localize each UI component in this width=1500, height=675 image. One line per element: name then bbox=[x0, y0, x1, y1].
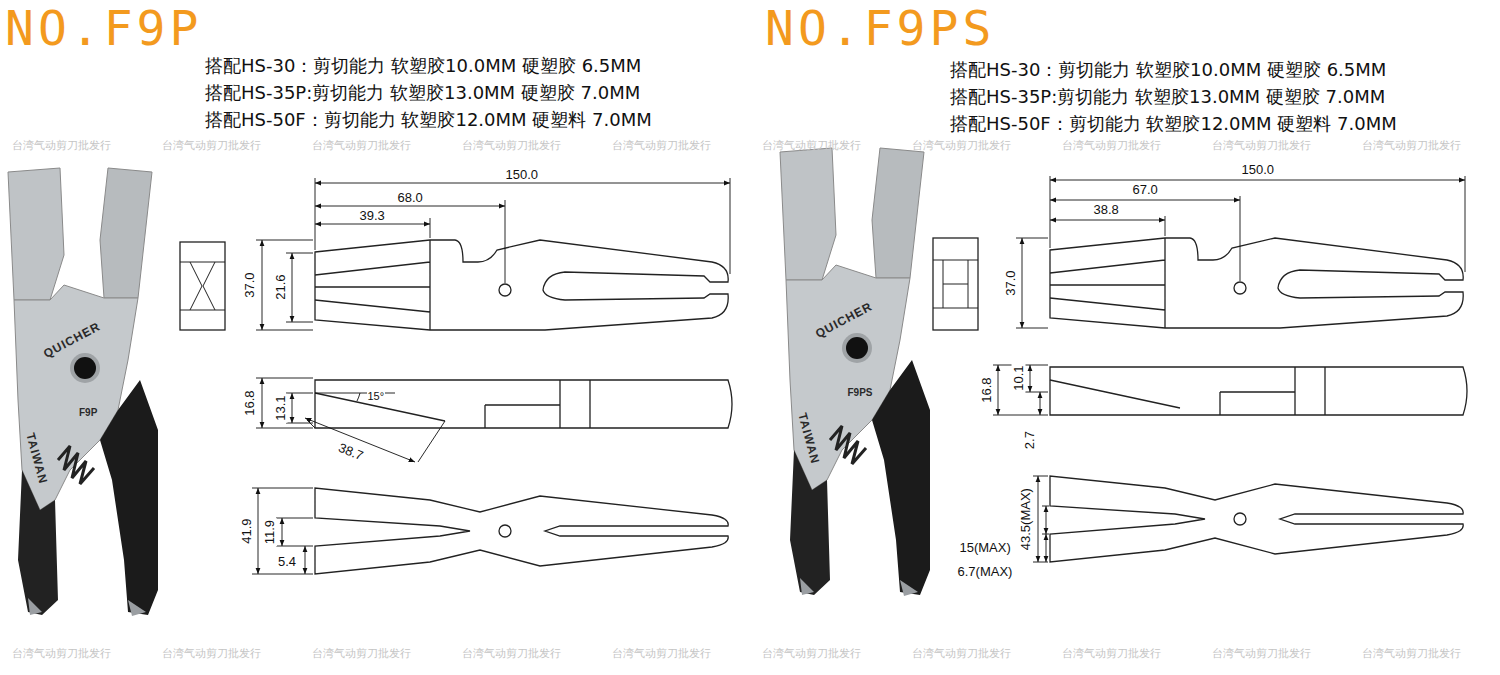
dimension: 10.1 bbox=[1011, 363, 1025, 392]
watermark: 台湾气动剪刀批发行 bbox=[312, 140, 411, 152]
watermark: 台湾气动剪刀批发行 bbox=[1212, 140, 1311, 152]
spec-note: 搭配HS-30：剪切能力 软塑胶10.0MM 硬塑胶 6.5MM bbox=[205, 56, 641, 76]
engraved-text: F9PS bbox=[848, 387, 873, 398]
watermark: 台湾气动剪刀批发行 bbox=[762, 140, 861, 152]
dimension: 2.7 bbox=[1023, 429, 1037, 451]
spec-note: 搭配HS-35P:剪切能力 软塑胶13.0MM 硬塑胶 7.0MM bbox=[950, 87, 1385, 107]
dimension: 39.3 bbox=[358, 209, 387, 223]
dimension: 41.9 bbox=[239, 516, 253, 545]
dimension: 21.6 bbox=[273, 272, 287, 301]
dimension: 43.5(MAX) bbox=[1019, 486, 1033, 552]
dimension: 5.4 bbox=[276, 555, 298, 569]
dimension: 15(MAX) bbox=[958, 541, 1013, 555]
engraved-text: F9P bbox=[79, 407, 97, 418]
model-title: NO.F9PS bbox=[765, 2, 995, 55]
dimension: 16.8 bbox=[979, 375, 993, 404]
dimension: 11.9 bbox=[263, 518, 277, 546]
dimension: 16.8 bbox=[242, 388, 256, 417]
watermark: 台湾气动剪刀批发行 bbox=[312, 648, 411, 660]
dimension: 150.0 bbox=[1240, 163, 1277, 177]
watermark: 台湾气动剪刀批发行 bbox=[762, 648, 861, 660]
dimension: 37.0 bbox=[1003, 268, 1017, 297]
watermark: 台湾气动剪刀批发行 bbox=[612, 648, 711, 660]
model-title: NO.F9P bbox=[5, 2, 202, 55]
watermark: 台湾气动剪刀批发行 bbox=[1062, 140, 1161, 152]
dimension: 37.0 bbox=[242, 270, 256, 299]
spec-note: 搭配HS-30：剪切能力 软塑胶10.0MM 硬塑胶 6.5MM bbox=[950, 60, 1386, 80]
watermark: 台湾气动剪刀批发行 bbox=[12, 140, 111, 152]
angle-dimension: 15° bbox=[367, 390, 386, 402]
watermark: 台湾气动剪刀批发行 bbox=[1362, 648, 1461, 660]
dimension: 68.0 bbox=[396, 191, 425, 205]
spec-note: 搭配HS-35P:剪切能力 软塑胶13.0MM 硬塑胶 7.0MM bbox=[205, 83, 640, 103]
watermark: 台湾气动剪刀批发行 bbox=[162, 648, 261, 660]
dimension: 38.8 bbox=[1092, 203, 1121, 217]
dimension: 13.1 bbox=[273, 393, 287, 422]
watermark: 台湾气动剪刀批发行 bbox=[1362, 140, 1461, 152]
watermark: 台湾气动剪刀批发行 bbox=[1062, 648, 1161, 660]
watermark: 台湾气动剪刀批发行 bbox=[612, 140, 711, 152]
dimension: 67.0 bbox=[1131, 183, 1160, 197]
watermark: 台湾气动剪刀批发行 bbox=[912, 140, 1011, 152]
watermark: 台湾气动剪刀批发行 bbox=[462, 140, 561, 152]
watermark: 台湾气动剪刀批发行 bbox=[162, 140, 261, 152]
spec-note: 搭配HS-50F：剪切能力 软塑胶12.0MM 硬塑料 7.0MM bbox=[205, 110, 652, 130]
watermark: 台湾气动剪刀批发行 bbox=[12, 648, 111, 660]
watermark: 台湾气动剪刀批发行 bbox=[912, 648, 1011, 660]
dimension: 38.7 bbox=[334, 440, 367, 464]
spec-note: 搭配HS-50F：剪切能力 软塑胶12.0MM 硬塑料 7.0MM bbox=[950, 114, 1397, 134]
dimension: 150.0 bbox=[504, 168, 541, 182]
dimension: 6.7(MAX) bbox=[956, 565, 1015, 579]
watermark: 台湾气动剪刀批发行 bbox=[1212, 648, 1311, 660]
watermark: 台湾气动剪刀批发行 bbox=[462, 648, 561, 660]
